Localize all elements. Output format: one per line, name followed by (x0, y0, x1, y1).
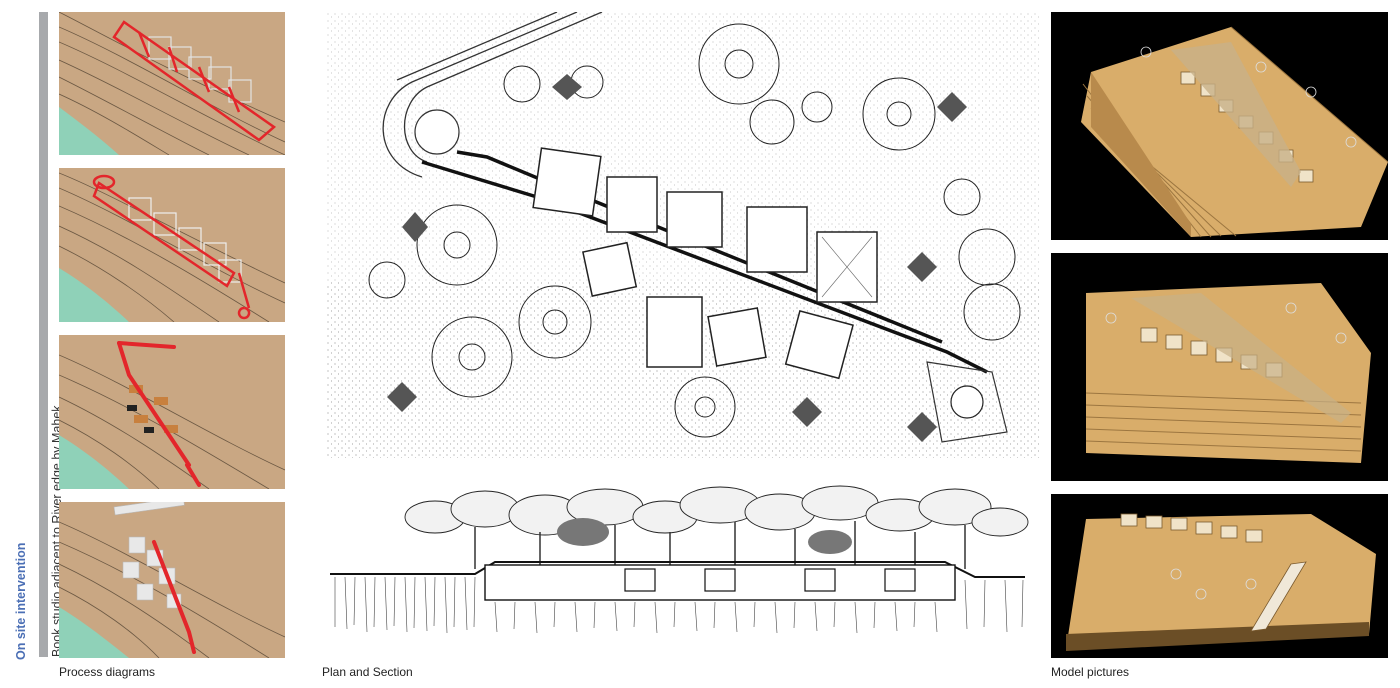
process-diagram-2 (59, 168, 285, 322)
process-diagram-4 (59, 502, 285, 658)
caption-model-pictures: Model pictures (1051, 665, 1130, 679)
title-bar (39, 12, 48, 657)
site-plan (327, 12, 1039, 458)
process-diagram-3 (59, 335, 285, 489)
caption-plan-and-section: Plan and Section (322, 665, 413, 679)
section-label: On site intervention (14, 542, 28, 660)
model-photo-1 (1051, 12, 1388, 240)
site-section (325, 477, 1030, 642)
model-photo-3 (1051, 494, 1388, 658)
caption-process-diagrams: Process diagrams (59, 665, 156, 679)
process-diagram-1 (59, 12, 285, 155)
model-photo-2 (1051, 253, 1388, 481)
